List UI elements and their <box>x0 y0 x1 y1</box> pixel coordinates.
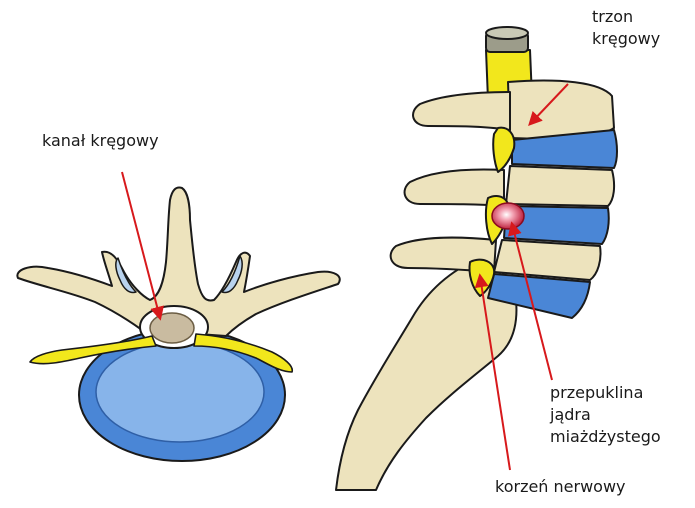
disc-herniation <box>492 203 524 229</box>
vertebral-body-2 <box>506 166 614 206</box>
label-herniation-line2: jądra <box>550 404 661 426</box>
label-herniation-line1: przepuklina <box>550 382 661 404</box>
vertebral-body-1 <box>508 81 614 139</box>
label-herniation: przepuklina jądra miażdżystego <box>550 382 661 448</box>
label-nerve-root-text: korzeń nerwowy <box>495 476 626 498</box>
label-vertebral-body: trzon kręgowy <box>592 6 660 50</box>
vertebral-body-3 <box>494 240 601 280</box>
top-view-vertebra <box>17 188 339 462</box>
label-spinal-canal: kanał kręgowy <box>42 130 159 152</box>
vertebral-body-inner <box>96 342 264 442</box>
label-nerve-root: korzeń nerwowy <box>495 476 626 498</box>
label-vertebral-body-line2: kręgowy <box>592 28 660 50</box>
spinous-process-1 <box>413 92 510 130</box>
label-spinal-canal-text: kanał kręgowy <box>42 130 159 152</box>
label-herniation-line3: miażdżystego <box>550 426 661 448</box>
label-vertebral-body-line1: trzon <box>592 6 660 28</box>
spinal-cord <box>150 313 194 343</box>
